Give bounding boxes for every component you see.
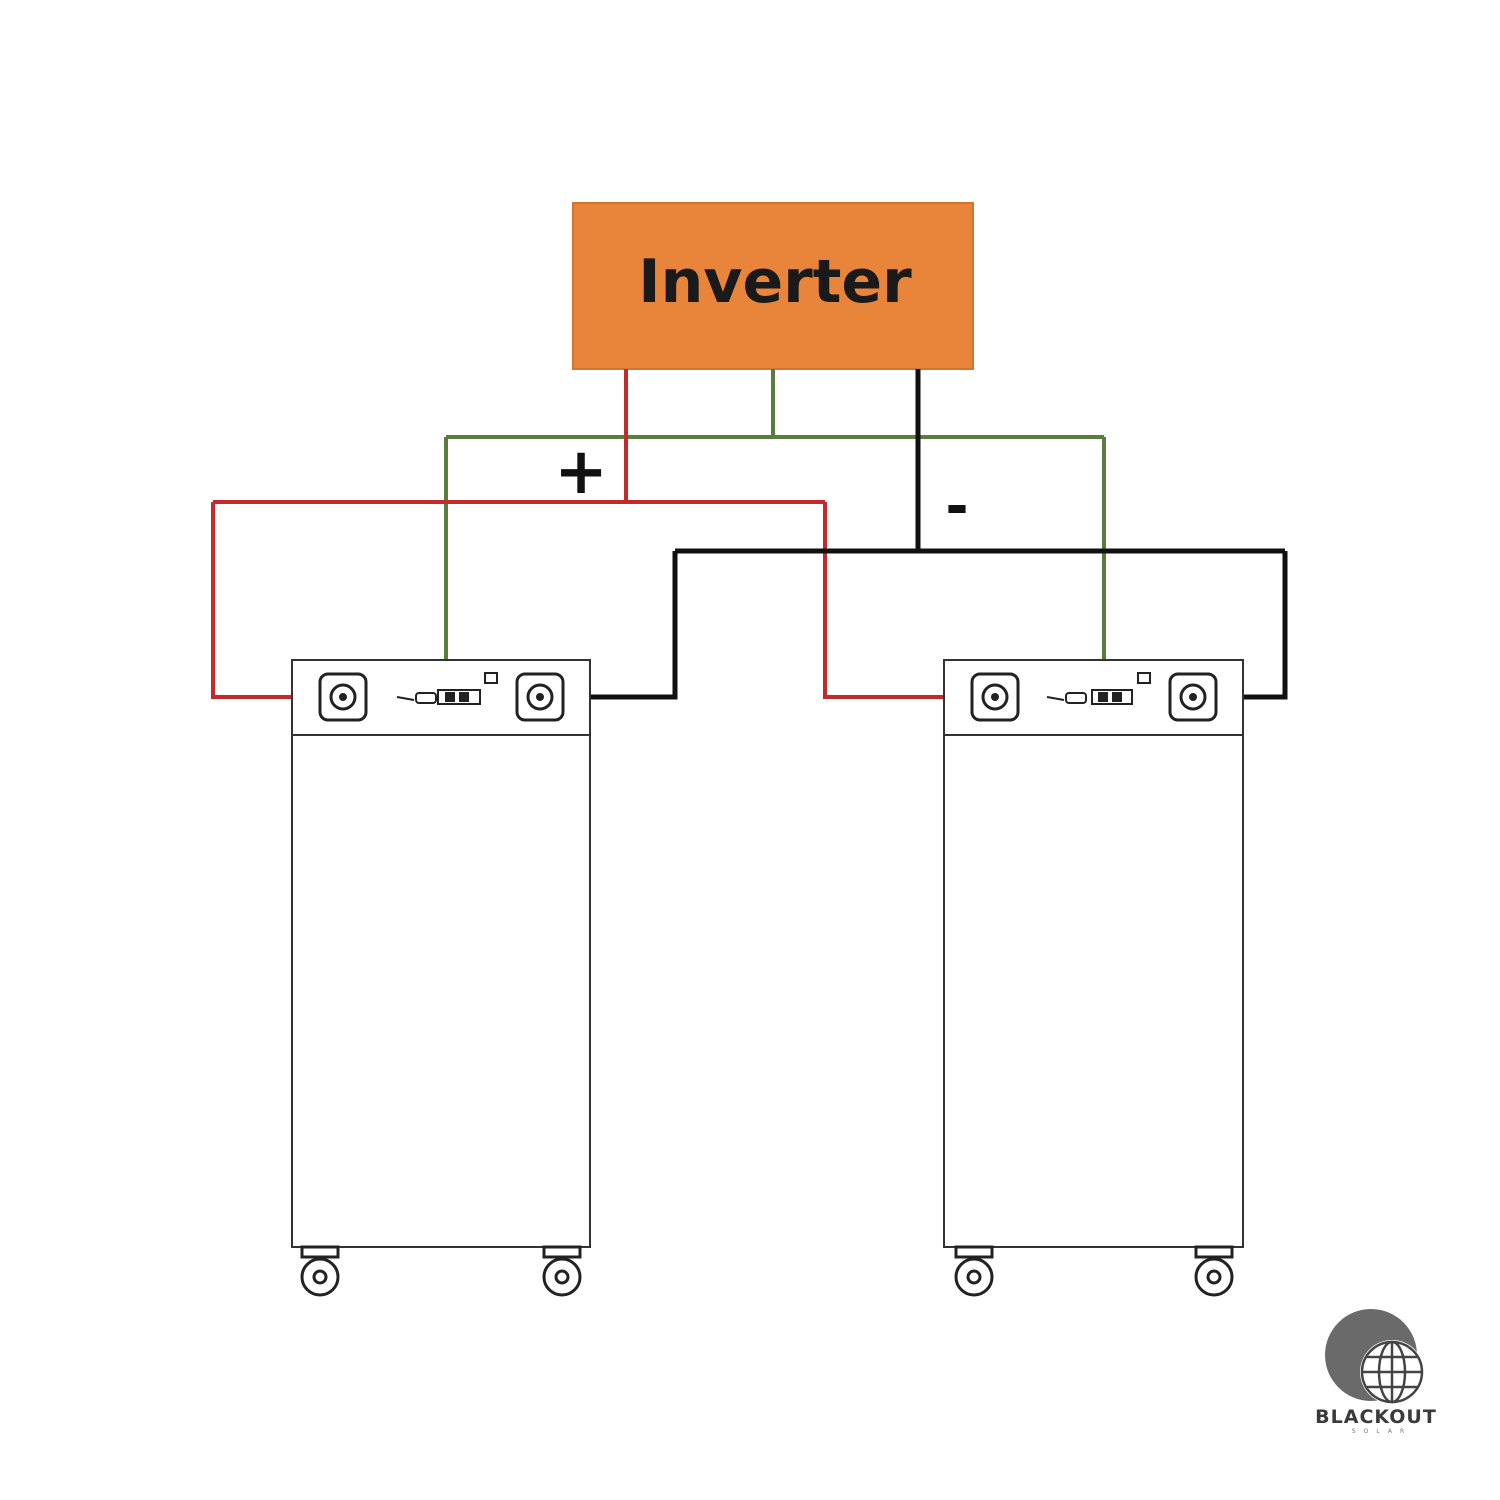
caster-wheel-icon — [542, 1245, 582, 1297]
indicator-icon — [484, 672, 498, 684]
battery-body — [943, 734, 1244, 1248]
comm-pin-icon — [1098, 692, 1108, 702]
terminal-negative-2[interactable] — [1168, 672, 1218, 722]
terminal-center-icon — [991, 693, 999, 701]
negative-label: - — [945, 474, 968, 539]
positive-wire-left — [211, 502, 320, 699]
positive-label: + — [554, 435, 608, 509]
terminal-bolt-icon — [981, 683, 1009, 711]
battery-body — [291, 734, 591, 1248]
terminal-positive-1[interactable] — [318, 672, 368, 722]
comm-port-1[interactable] — [396, 672, 498, 705]
globe-logo-icon — [1360, 1340, 1424, 1404]
inverter-label: Inverter — [638, 247, 912, 317]
logo-name: BLACKOUT — [1315, 1406, 1437, 1428]
negative-wires — [568, 369, 1288, 700]
terminal-center-icon — [1189, 693, 1197, 701]
comm-cable-icon — [396, 696, 415, 701]
logo-sub: SOLAR — [1352, 1428, 1412, 1435]
comm-pin-icon — [445, 692, 455, 702]
blackout-solar-logo: BLACKOUT SOLAR — [1315, 1309, 1437, 1435]
terminal-bolt-icon — [526, 683, 554, 711]
terminal-center-icon — [339, 693, 347, 701]
comm-plug-icon — [1065, 692, 1087, 704]
terminal-bolt-icon — [1179, 683, 1207, 711]
comm-plug-icon — [415, 692, 437, 704]
battery-cabinet-2[interactable] — [943, 659, 1244, 1297]
communication-wires — [444, 369, 1106, 692]
comm-pin-icon — [459, 692, 469, 702]
positive-wire-right — [823, 502, 972, 699]
terminal-bolt-icon — [329, 683, 357, 711]
indicator-icon — [1137, 672, 1151, 684]
terminal-negative-1[interactable] — [515, 672, 565, 722]
comm-port-2[interactable] — [1046, 672, 1151, 705]
positive-wires — [211, 369, 972, 699]
comm-cable-icon — [1046, 696, 1065, 701]
terminal-positive-2[interactable] — [970, 672, 1020, 722]
battery-cabinet-1[interactable] — [291, 659, 591, 1297]
inverter[interactable]: Inverter — [572, 202, 974, 370]
comm-pin-icon — [1112, 692, 1122, 702]
negative-wire-left — [568, 551, 678, 700]
terminal-center-icon — [536, 693, 544, 701]
caster-wheel-icon — [1194, 1245, 1234, 1297]
inverter-box[interactable] — [572, 202, 974, 370]
caster-wheel-icon — [954, 1245, 994, 1297]
caster-wheel-icon — [300, 1245, 340, 1297]
